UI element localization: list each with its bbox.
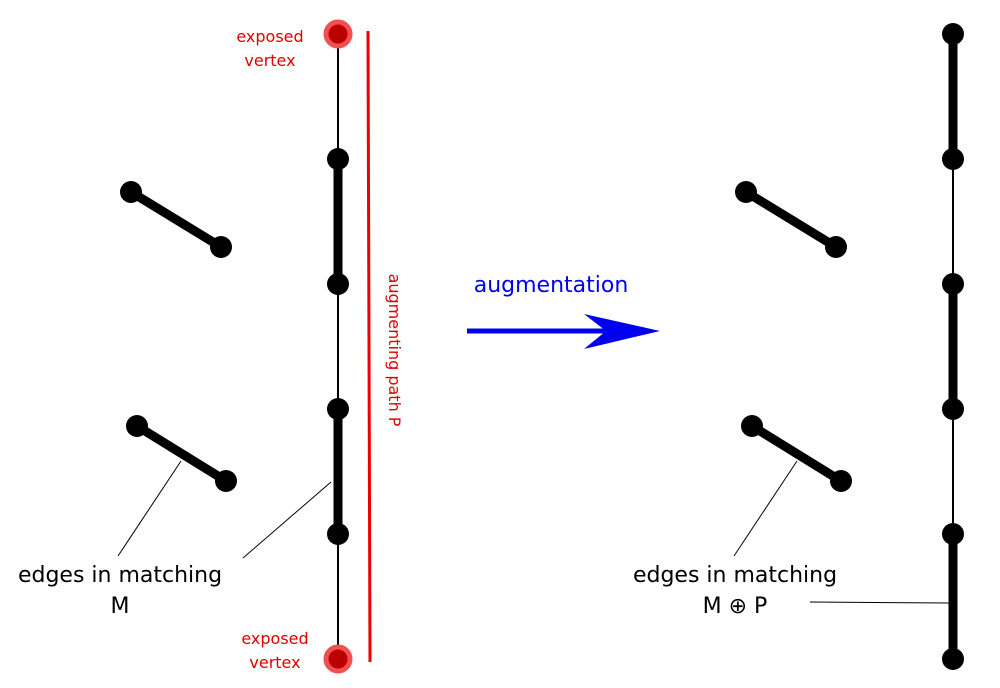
left-side-edge-upper xyxy=(128,188,224,251)
right-graph: edges in matching M ⊕ P xyxy=(633,23,964,670)
right-callout-line-side xyxy=(733,460,798,557)
right-path-vertex xyxy=(942,398,964,420)
exposed-vertex-top xyxy=(323,19,353,49)
augmentation-arrow-head xyxy=(584,314,660,349)
left-path-vertex xyxy=(327,523,349,545)
exposed-vertex-bottom xyxy=(323,644,353,674)
left-callout-line-side xyxy=(117,460,182,557)
right-side-vertex xyxy=(735,181,757,203)
exposed-top-label-line1: exposed xyxy=(236,27,303,46)
right-side-vertex xyxy=(741,415,763,437)
left-side-edge-lower xyxy=(134,422,229,485)
right-path-vertex xyxy=(942,148,964,170)
left-callout-line-path xyxy=(242,481,332,559)
right-side-edge-lower xyxy=(749,422,844,485)
right-path-vertex xyxy=(942,648,964,670)
right-path-vertex xyxy=(942,523,964,545)
exposed-bottom-label-line2: vertex xyxy=(249,653,300,672)
augmentation-label: augmentation xyxy=(474,273,629,298)
right-side-vertex xyxy=(830,470,852,492)
right-matching-label-line2: M ⊕ P xyxy=(703,594,768,619)
left-matching-label-line2: M xyxy=(111,594,130,619)
left-path-vertex xyxy=(327,148,349,170)
augmenting-path-label: augmenting path P xyxy=(385,274,404,427)
augmentation-arrow-group: augmentation xyxy=(467,273,660,349)
exposed-top-label-line2: vertex xyxy=(244,51,295,70)
right-side-edge-upper xyxy=(743,188,839,251)
left-side-vertex xyxy=(120,181,142,203)
left-matching-label-line1: edges in matching xyxy=(18,563,222,588)
right-side-vertex xyxy=(825,236,847,258)
left-path-vertex xyxy=(327,398,349,420)
left-side-vertex xyxy=(126,415,148,437)
right-callout-line-path xyxy=(809,601,951,604)
left-path-vertex xyxy=(327,273,349,295)
right-path-vertex xyxy=(942,273,964,295)
augmenting-path-line xyxy=(366,30,372,663)
left-side-vertex xyxy=(215,470,237,492)
right-matching-label-line1: edges in matching xyxy=(633,563,837,588)
left-graph: exposed vertex exposed vertex augmenting… xyxy=(18,19,404,674)
left-side-vertex xyxy=(210,236,232,258)
right-path-vertex xyxy=(942,23,964,45)
exposed-bottom-label-line1: exposed xyxy=(241,629,308,648)
